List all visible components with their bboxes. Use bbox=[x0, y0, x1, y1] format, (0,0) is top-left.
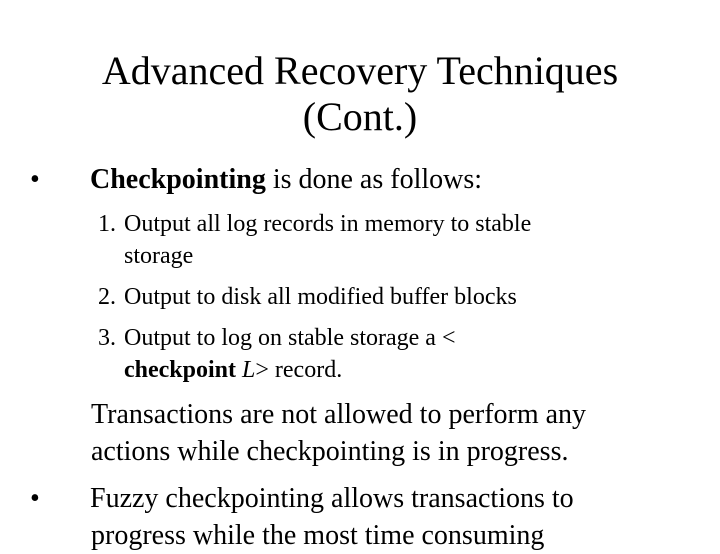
bullet-marker: • bbox=[30, 483, 40, 514]
note-line-2: actions while checkpointing is in progre… bbox=[91, 436, 569, 467]
step-text-line-1: Output to disk all modified buffer block… bbox=[124, 284, 517, 310]
bullet-text: Fuzzy checkpointing allows transactions … bbox=[90, 483, 574, 514]
bold-term: Checkpointing bbox=[90, 164, 266, 195]
italic-term: L bbox=[242, 357, 256, 383]
bullet-marker: • bbox=[30, 164, 40, 195]
step-rest: > record. bbox=[255, 357, 343, 383]
bullet-text: Checkpointing is done as follows: bbox=[90, 162, 482, 198]
slide-title: Advanced Recovery Techniques (Cont.) bbox=[0, 48, 720, 140]
step-number: 3. bbox=[98, 325, 116, 351]
note-line-1: Transactions are not allowed to perform … bbox=[91, 399, 587, 430]
step-text-line-2: checkpoint L> record. bbox=[124, 354, 342, 386]
slide-title-line-1: Advanced Recovery Techniques bbox=[101, 48, 619, 93]
bullet-rest: is done as follows: bbox=[265, 164, 483, 195]
bullet-cutoff-line: progress while the most time consuming bbox=[91, 520, 545, 551]
step-text-line-1: Output to log on stable storage a < bbox=[124, 325, 456, 351]
step-number: 1. bbox=[98, 211, 116, 237]
step-text-line-1: Output all log records in memory to stab… bbox=[124, 211, 532, 237]
bold-term: checkpoint bbox=[124, 357, 237, 383]
step-number: 2. bbox=[98, 284, 116, 310]
step-text-line-2: storage bbox=[124, 243, 194, 269]
slide-title-line-2: (Cont.) bbox=[302, 94, 418, 139]
